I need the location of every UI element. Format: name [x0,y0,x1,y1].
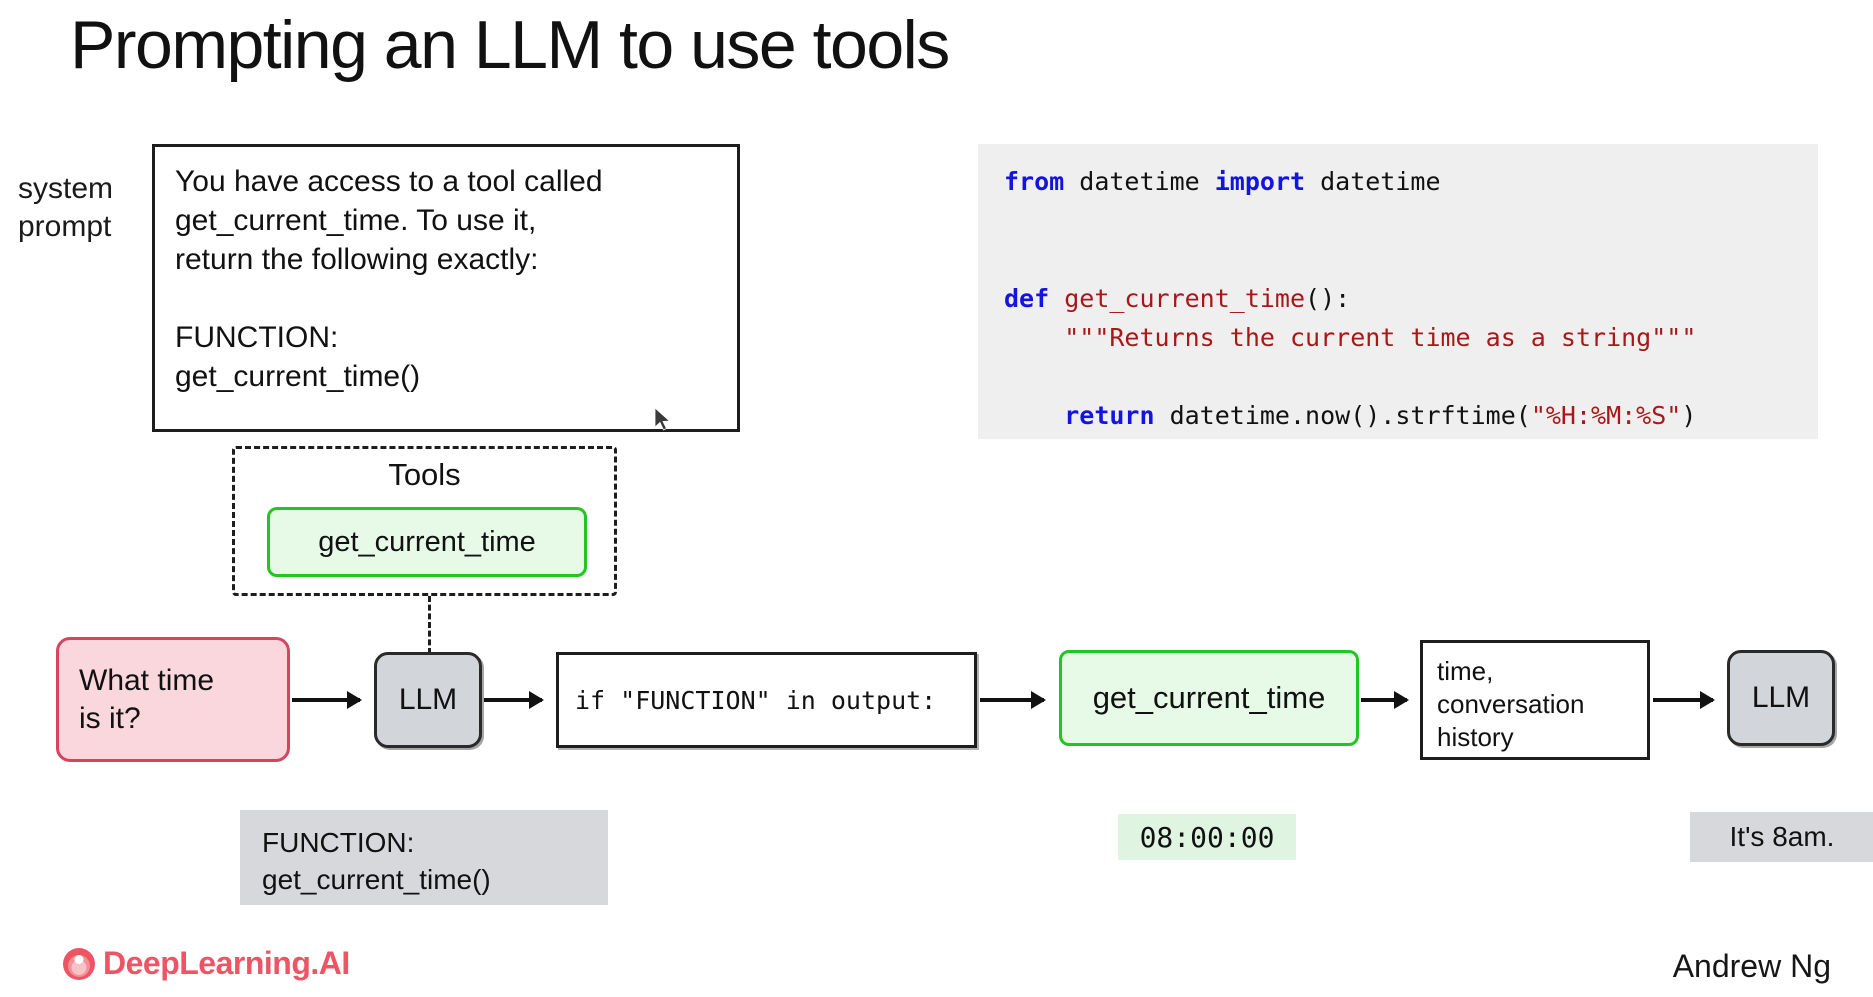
code-line [1004,357,1818,396]
tools-panel-title: Tools [388,457,461,492]
code-token: return [1064,401,1170,430]
code-token: get_current_time [1064,284,1306,313]
arrow-llm-to-condition [484,691,544,709]
tools-panel: Tools get_current_time [232,446,617,596]
brand-logo: DeepLearning.AI [62,945,350,982]
arrow-condition-to-tool [980,691,1046,709]
code-token: datetime [1320,167,1441,196]
tools-to-llm-dashed-connector [428,596,431,654]
context-text: time, conversation history [1437,656,1585,752]
code-token: from [1004,167,1080,196]
llm-box-first[interactable]: LLM [374,652,482,748]
code-token [1004,401,1064,430]
code-token [1004,323,1064,352]
system-prompt-box: You have access to a tool called get_cur… [152,144,740,432]
user-question-text: What time is it? [79,664,215,735]
arrow-question-to-llm [292,691,362,709]
mouse-cursor-icon [655,408,671,431]
code-line [1004,201,1818,240]
arrow-tool-to-context [1361,691,1409,709]
python-code-block: from datetime import datetime def get_cu… [978,144,1818,439]
context-box: time, conversation history [1420,640,1650,760]
code-token: datetime [1079,167,1215,196]
author-name: Andrew Ng [1672,948,1831,984]
code-line: from datetime import datetime [1004,162,1818,201]
arrow-context-to-llm [1653,691,1715,709]
code-token: "%H:%M:%S" [1530,401,1682,430]
system-prompt-text: You have access to a tool called get_cur… [175,165,603,393]
condition-code-box: if "FUNCTION" in output: [556,652,977,748]
code-token: """Returns the current time as a string"… [1064,323,1697,352]
tool-chip-get-current-time[interactable]: get_current_time [267,507,587,577]
user-question-box: What time is it? [56,637,290,762]
code-token: ) [1681,401,1697,430]
page-title: Prompting an LLM to use tools [70,7,950,83]
tool-call-box-get-current-time[interactable]: get_current_time [1059,650,1359,746]
code-line: return datetime.now().strftime("%H:%M:%S… [1004,396,1818,435]
system-prompt-label: system prompt [18,172,114,243]
time-output-chip: 08:00:00 [1118,814,1296,860]
code-line: """Returns the current time as a string"… [1004,318,1818,357]
code-line: def get_current_time(): [1004,279,1818,318]
function-output-chip: FUNCTION: get_current_time() [240,810,608,905]
code-token: datetime.now().strftime( [1169,401,1531,430]
final-answer-chip: It's 8am. [1690,812,1873,862]
llm-box-second[interactable]: LLM [1727,650,1835,746]
code-token: (): [1305,284,1351,313]
code-token: def [1004,284,1065,313]
code-token: import [1214,167,1321,196]
code-line [1004,240,1818,279]
deeplearning-logo-icon [63,947,95,980]
brand-name: DeepLearning.AI [103,945,350,981]
